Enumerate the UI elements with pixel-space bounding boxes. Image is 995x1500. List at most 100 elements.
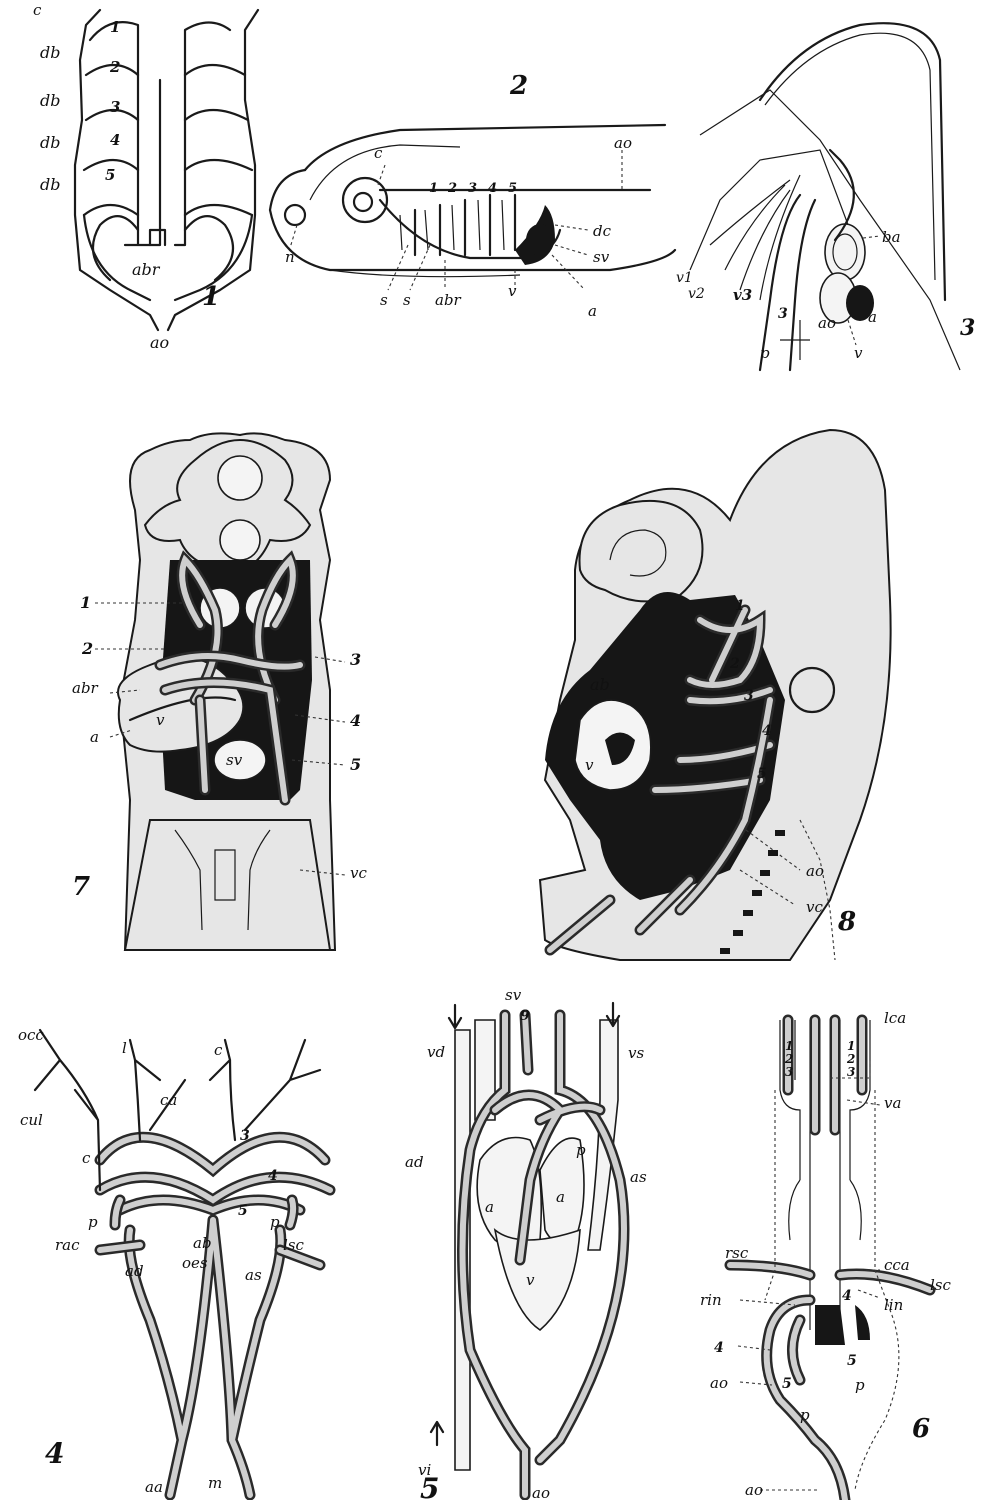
fig1-number: 1 (202, 282, 220, 312)
fig6-label-p2: p (855, 1376, 865, 1394)
fig1-label-2: 2 (109, 58, 120, 76)
fig4-label-oes: oes (182, 1254, 208, 1272)
fig1-label-4: 4 (110, 131, 120, 149)
fig5-label-9: 9 (520, 1008, 530, 1024)
fig3-label-v: v (854, 344, 863, 362)
fig4-label-5: 5 (238, 1203, 248, 1219)
fig1-label-c: c (33, 1, 42, 19)
fig1-label-3: 3 (110, 98, 120, 116)
fig6-label-r3: 3 (847, 1065, 855, 1079)
fig6-label-p1: p (800, 1406, 810, 1424)
fig5-label-ao: ao (532, 1484, 550, 1500)
fig1-label-db1: db (40, 43, 60, 62)
fig5-label-vs: vs (628, 1044, 644, 1062)
fig7-label-3: 3 (350, 650, 361, 669)
fig5-label-vd: vd (427, 1043, 445, 1061)
fig2-label-a: a (588, 302, 597, 320)
fig2-label-n: n (285, 248, 295, 266)
figure-2: c ao 1 2 3 4 5 dc sv n s s abr v a 2 (270, 71, 675, 320)
fig3-number: 3 (960, 315, 975, 341)
fig8-label-4: 4 (762, 723, 772, 739)
fig8-label-1: 1 (735, 598, 745, 614)
fig4-label-as: as (245, 1266, 262, 1284)
fig3-label-ba: ba (882, 228, 901, 246)
fig2-label-1: 1 (429, 181, 438, 196)
fig2-number: 2 (509, 71, 528, 101)
fig1-label-db3: db (40, 133, 60, 152)
fig3-label-v3: v3 (733, 286, 752, 304)
fig4-label-m: m (208, 1474, 222, 1492)
figure-3: ba v1 v2 v3 3 p ao v a 3 (676, 23, 975, 370)
fig3-label-p: p (760, 344, 770, 362)
fig8-label-ab: ab (590, 675, 610, 694)
fig6-label-lca: lca (884, 1009, 906, 1027)
fig4-label-occ: occ (18, 1026, 44, 1044)
fig1-label-abr: abr (132, 260, 161, 279)
fig8-label-5: 5 (757, 766, 767, 782)
fig5-label-v: v (526, 1271, 535, 1289)
fig5-label-a1: a (485, 1198, 494, 1216)
figure-1: c 1 db 2 db 3 db 4 db 5 abr ao 1 (33, 1, 258, 352)
fig3-label-a: a (868, 308, 877, 326)
fig7-label-2: 2 (81, 639, 93, 658)
fig4-label-ad: ad (125, 1262, 144, 1280)
fig4-label-l: l (122, 1039, 127, 1057)
fig3-label-ao: ao (818, 314, 836, 332)
figure-4: occ l ca c cul c 3 4 5 p p rac ab lsc ad… (18, 1026, 330, 1496)
fig4-label-ab: ab (193, 1234, 212, 1252)
fig8-label-ao: ao (806, 862, 824, 880)
fig7-label-v: v (156, 711, 165, 729)
fig2-label-4: 4 (488, 181, 497, 196)
fig5-label-sv: sv (505, 986, 522, 1004)
fig6-label-4a: 4 (714, 1340, 724, 1356)
fig7-label-sv: sv (226, 751, 243, 769)
fig3-label-v2: v2 (688, 286, 705, 302)
fig6-number: 6 (912, 1414, 930, 1444)
fig1-label-db2: db (40, 91, 60, 110)
fig6-label-5a: 5 (782, 1376, 792, 1392)
fig4-label-lsc: lsc (283, 1236, 304, 1254)
fig6-label-l1: 1 (785, 1039, 793, 1053)
fig2-label-ao: ao (614, 134, 632, 152)
fig4-label-p1: p (88, 1213, 98, 1231)
fig6-label-ao2: ao (745, 1481, 763, 1499)
fig7-label-4: 4 (350, 711, 361, 730)
fig8-label-3: 3 (744, 688, 754, 704)
fig6-label-l2: 2 (784, 1052, 793, 1066)
fig1-label-5: 5 (105, 166, 115, 184)
figure-7: 1 2 3 abr 4 a 5 v sv vc 7 (72, 433, 367, 950)
fig4-label-cul: cul (20, 1111, 43, 1129)
fig4-label-p2: p (270, 1213, 280, 1231)
fig2-label-3: 3 (468, 181, 477, 196)
fig4-label-ca: ca (160, 1091, 177, 1109)
fig7-number: 7 (72, 872, 90, 902)
fig7-label-5: 5 (350, 755, 361, 774)
fig4-label-c2: c (82, 1149, 91, 1167)
fig2-label-v: v (508, 282, 517, 300)
fig6-label-r2: 2 (846, 1052, 855, 1066)
fig1-label-1: 1 (110, 18, 120, 36)
figure-5: sv 9 vd vs ad as a a p v vi ao 5 (405, 986, 647, 1500)
fig5-number: 5 (420, 1472, 439, 1500)
fig1-label-db4: db (40, 175, 60, 194)
fig6-label-cca: cca (884, 1256, 910, 1274)
fig6-label-l3: 3 (785, 1065, 793, 1079)
fig4-label-aa: aa (145, 1478, 163, 1496)
fig6-label-lin: lin (884, 1296, 903, 1314)
fig3-label-3: 3 (778, 306, 788, 322)
fig8-label-2: 2 (729, 656, 740, 672)
fig8-number: 8 (837, 907, 856, 937)
fig2-label-c: c (374, 144, 383, 162)
fig3-label-v1: v1 (676, 270, 693, 286)
fig6-label-5b: 5 (847, 1353, 857, 1369)
fig7-label-abr: abr (72, 679, 99, 697)
fig2-label-dc: dc (593, 222, 612, 240)
fig7-label-a: a (90, 728, 99, 746)
fig2-label-abr: abr (435, 291, 462, 309)
fig5-label-p: p (576, 1141, 586, 1159)
fig4-label-4: 4 (268, 1168, 278, 1184)
fig4-label-rac: rac (55, 1236, 80, 1254)
fig7-label-vc: vc (350, 864, 367, 882)
fig8-label-vc: vc (806, 898, 823, 916)
